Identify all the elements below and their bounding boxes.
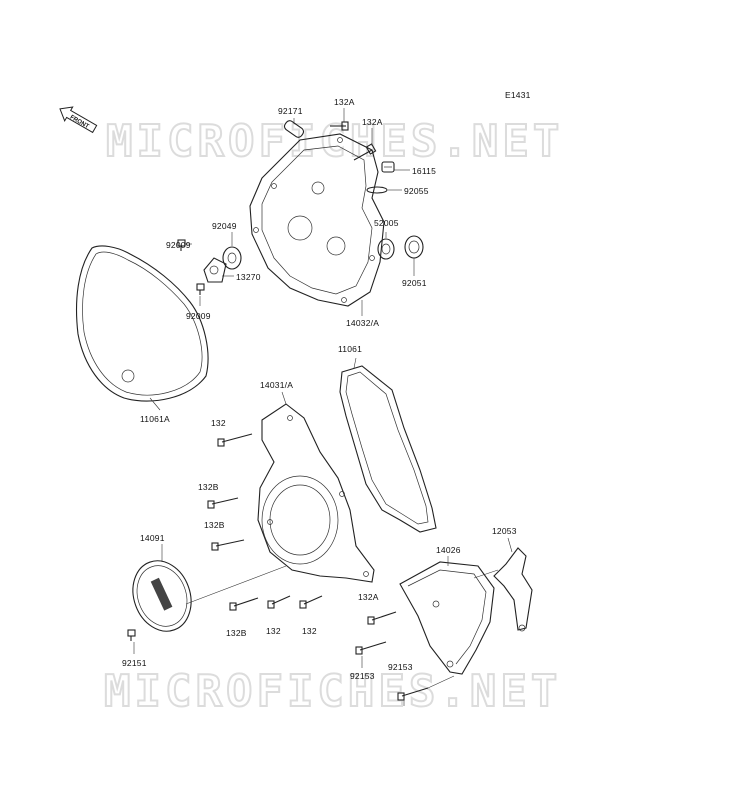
screw-92009-b — [196, 283, 205, 295]
bolt-132a-top — [330, 121, 349, 131]
clutch-cover-upper — [249, 133, 385, 307]
label-132a-1: 132A — [334, 97, 355, 107]
label-132b-3: 132B — [226, 628, 247, 638]
seal-92049 — [222, 246, 242, 270]
bolt-92153-a — [355, 641, 387, 655]
label-132b-2: 132B — [204, 520, 225, 530]
label-12053: 12053 — [492, 526, 517, 536]
label-92153-1: 92153 — [350, 671, 375, 681]
plate-92171 — [283, 120, 305, 138]
bolt-132a-mid — [353, 143, 377, 161]
bearing-52005 — [377, 238, 395, 260]
label-92051: 92051 — [402, 278, 427, 288]
diagram-id: E1431 — [505, 90, 531, 100]
label-52005: 52005 — [374, 218, 399, 228]
label-92151: 92151 — [122, 658, 147, 668]
bolt-132a-low — [367, 611, 397, 625]
label-92009-a: 92009 — [166, 240, 191, 250]
cover-14091 — [132, 560, 192, 632]
gasket-11061a — [76, 245, 209, 402]
generator-cover-lower — [257, 403, 375, 583]
bolt-132-upper — [217, 433, 253, 447]
plate-13270 — [203, 257, 227, 283]
bolt-132b-b — [211, 539, 245, 551]
label-14091: 14091 — [140, 533, 165, 543]
label-92055: 92055 — [404, 186, 429, 196]
o-ring-92055 — [366, 186, 388, 194]
sprocket-cover-14026 — [399, 561, 495, 675]
bolt-132-lower-a — [267, 595, 291, 609]
part-labels: 92171 132A 132A 16115 92055 52005 92049 … — [122, 97, 517, 681]
label-11061: 11061 — [338, 344, 362, 354]
bolt-132b-c — [229, 597, 259, 611]
label-132a-3: 132A — [358, 592, 379, 602]
watermark-bottom: MICROFICHES.NET — [104, 666, 561, 717]
label-132b-1: 132B — [198, 482, 219, 492]
bolt-132-lower-b — [299, 595, 323, 609]
leader-lines — [133, 108, 513, 706]
label-92171: 92171 — [278, 106, 303, 116]
label-92153-2: 92153 — [388, 662, 413, 672]
label-132a-2: 132A — [362, 117, 383, 127]
bracket-12053 — [493, 547, 533, 632]
seal-92051 — [404, 235, 424, 259]
label-13270: 13270 — [236, 272, 261, 282]
front-arrow-icon: FRONT — [59, 106, 98, 134]
label-92049: 92049 — [212, 221, 237, 231]
label-132-3: 132 — [302, 626, 317, 636]
plug-16115 — [381, 161, 395, 173]
label-14026: 14026 — [436, 545, 461, 555]
label-132-2: 132 — [266, 626, 281, 636]
label-16115: 16115 — [412, 166, 436, 176]
screw-92151 — [127, 629, 136, 641]
label-132-1: 132 — [211, 418, 226, 428]
gasket-11061 — [339, 365, 437, 533]
bolt-132b-a — [207, 497, 239, 509]
label-11061a: 11061A — [140, 414, 170, 424]
screw-92009-a — [177, 239, 186, 251]
label-92009-b: 92009 — [186, 311, 211, 321]
label-14031a: 14031/A — [260, 380, 293, 390]
bolt-92153-b — [397, 687, 429, 701]
watermark-top: MICROFICHES.NET — [106, 116, 563, 167]
label-14032a: 14032/A — [346, 318, 379, 328]
